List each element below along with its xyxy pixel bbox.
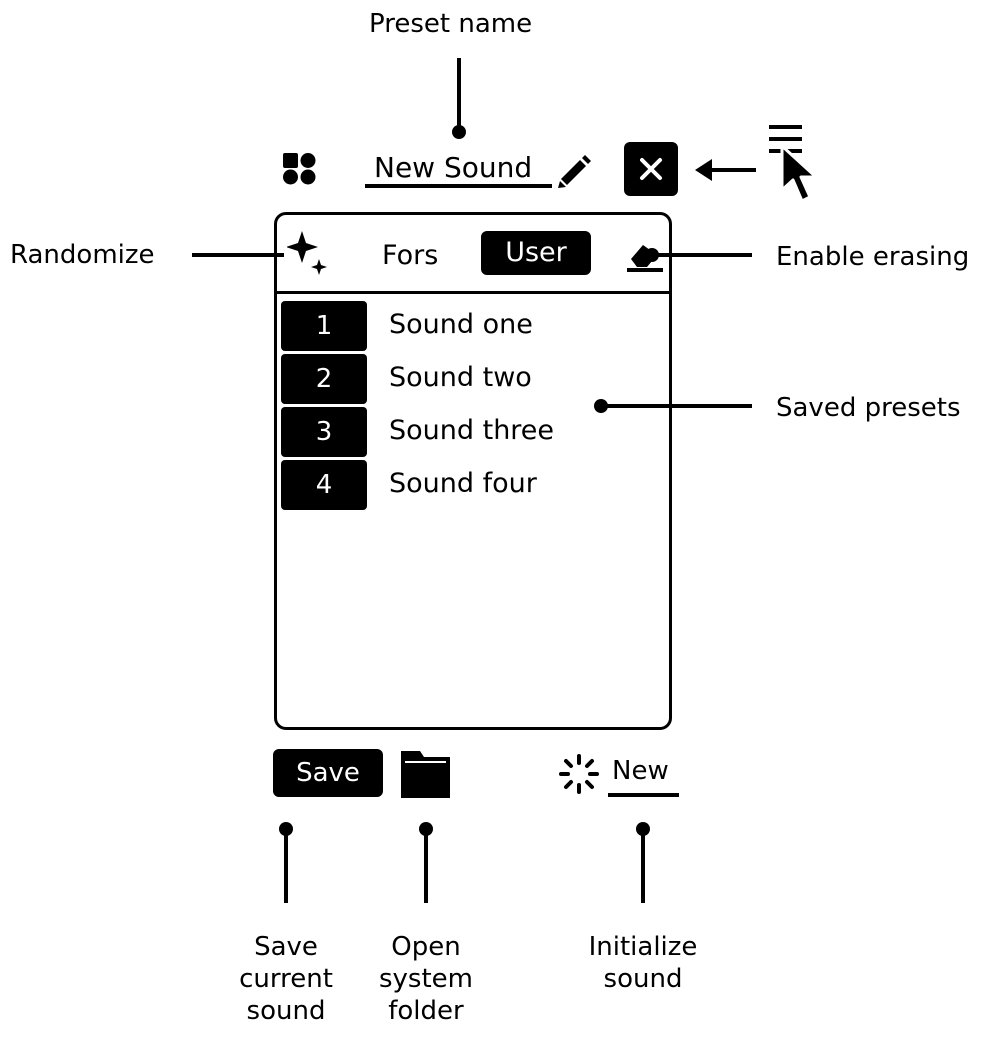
annotation-line: Initialize bbox=[588, 932, 698, 962]
new-sound-button[interactable]: New bbox=[612, 756, 669, 786]
annotation-line: sound bbox=[246, 996, 326, 1026]
sparkles-icon[interactable] bbox=[287, 229, 333, 279]
preset-number: 1 bbox=[281, 301, 367, 351]
pencil-icon[interactable] bbox=[556, 152, 592, 188]
mouse-pointer-icon bbox=[780, 144, 818, 203]
open-folder-annotation: Open system folder bbox=[366, 931, 486, 1027]
annotation-line: current bbox=[239, 964, 333, 994]
folder-icon[interactable] bbox=[400, 748, 452, 800]
panel-divider bbox=[277, 291, 669, 294]
preset-number: 3 bbox=[281, 407, 367, 457]
annotation-line: system bbox=[379, 964, 473, 994]
annotation-line: Open bbox=[391, 932, 461, 962]
preset-name: Sound one bbox=[389, 309, 533, 340]
preset-name: Sound three bbox=[389, 415, 555, 446]
apps-grid-icon[interactable] bbox=[282, 152, 318, 186]
save-current-annotation: Save current sound bbox=[226, 931, 346, 1027]
randomize-annotation: Randomize bbox=[10, 240, 155, 270]
preset-name: Sound four bbox=[389, 468, 537, 499]
preset-number: 2 bbox=[281, 354, 367, 404]
tab-fors[interactable]: Fors bbox=[382, 240, 439, 271]
close-icon bbox=[640, 158, 662, 180]
save-button[interactable]: Save bbox=[273, 749, 383, 797]
eraser-icon[interactable] bbox=[625, 237, 665, 273]
annotation-line: Save bbox=[254, 932, 318, 962]
spinner-icon[interactable] bbox=[557, 752, 601, 796]
preset-name-annotation: Preset name bbox=[369, 9, 533, 39]
tab-user[interactable]: User bbox=[481, 231, 591, 275]
annotation-line: sound bbox=[603, 964, 683, 994]
enable-erasing-annotation: Enable erasing bbox=[776, 242, 970, 272]
preset-browser-panel: Fors User 1 Sound one 2 Sound two 3 Soun… bbox=[274, 212, 672, 730]
preset-name: Sound two bbox=[389, 362, 532, 393]
preset-number: 4 bbox=[281, 460, 367, 510]
annotation-line: folder bbox=[388, 996, 464, 1026]
saved-presets-annotation: Saved presets bbox=[776, 393, 961, 423]
initialize-annotation: Initialize sound bbox=[563, 931, 723, 995]
preset-name-field[interactable]: New Sound bbox=[374, 151, 533, 184]
close-button[interactable] bbox=[624, 142, 678, 196]
